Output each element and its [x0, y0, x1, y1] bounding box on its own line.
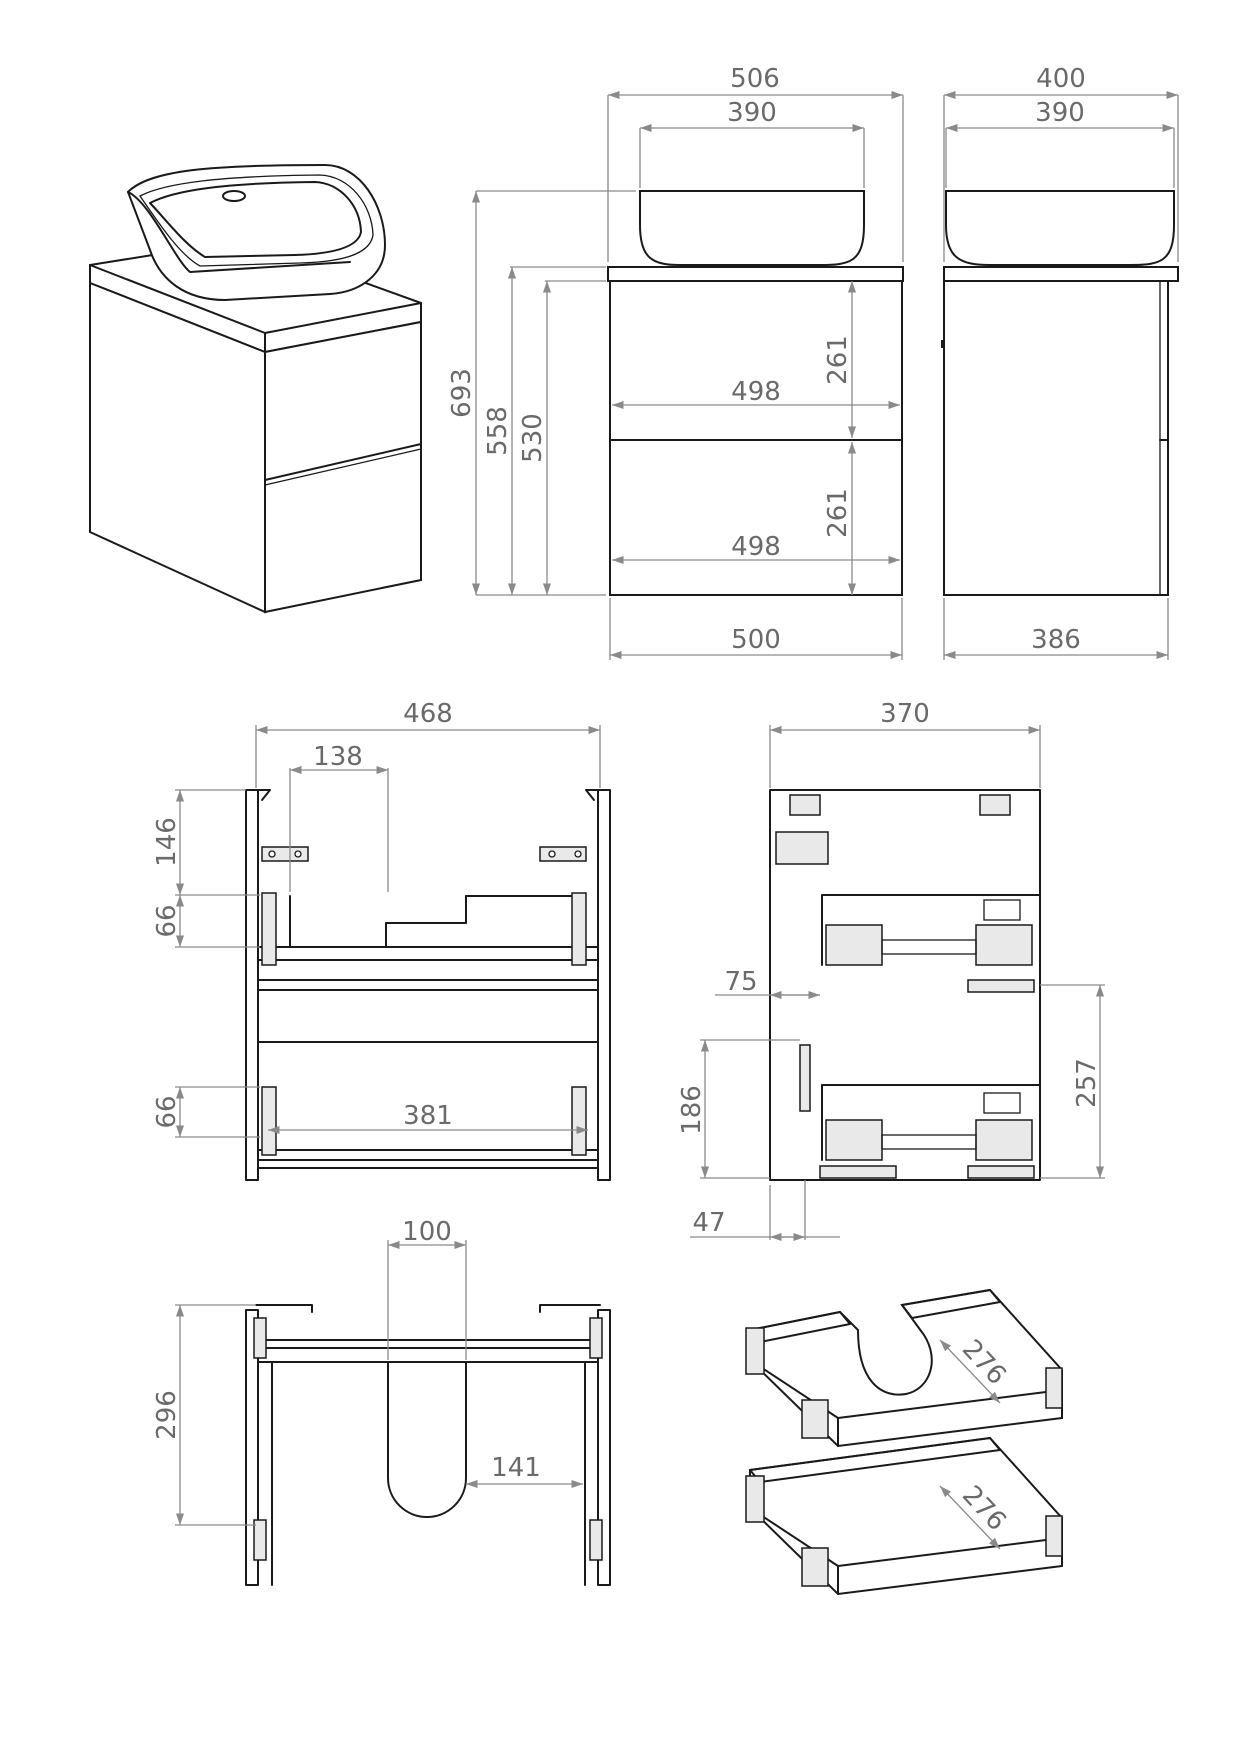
dim-side-top-depth: 400	[1036, 64, 1086, 94]
side-interior-view	[769, 789, 1041, 1181]
dim-side-basin-depth: 390	[1035, 98, 1085, 128]
dim-body-width: 500	[731, 625, 781, 655]
dim-drawer-inner-width: 381	[403, 1101, 453, 1131]
dim-body-height: 530	[518, 413, 548, 463]
dim-side-inner-depth: 370	[880, 699, 930, 729]
side-view	[941, 190, 1179, 596]
dim-drawer-lower-height: 261	[823, 488, 853, 538]
dim-siphon-cutout: 100	[402, 1217, 452, 1247]
carcass-front-view	[245, 789, 611, 1181]
dimension-labels: 506 390 400 390 693 558 530 261 261 498 …	[152, 64, 1102, 1537]
dim-slide-offset: 75	[724, 967, 757, 997]
dim-side-total-257: 257	[1072, 1058, 1102, 1108]
dim-drawer-box-lower: 66	[152, 1095, 182, 1128]
dim-cutout-width-top: 138	[313, 742, 363, 772]
dim-gap-146: 146	[152, 817, 182, 867]
dim-body-depth: 386	[1031, 625, 1081, 655]
dim-drawer-upper-width: 498	[731, 377, 781, 407]
dim-top-height: 558	[483, 406, 513, 456]
dim-drawer-upper-height: 261	[823, 335, 853, 385]
drawer-upper-3d	[745, 1288, 1063, 1448]
dim-drawer-box-upper: 66	[152, 904, 182, 937]
dim-inner-width: 468	[403, 699, 453, 729]
dim-front-basin-width: 390	[727, 98, 777, 128]
dim-plan-offset: 141	[491, 1453, 541, 1483]
plan-view	[245, 1304, 611, 1586]
isometric-view	[89, 163, 422, 614]
dim-plan-depth: 296	[152, 1390, 182, 1440]
drawer-lower-3d	[745, 1436, 1063, 1596]
dim-drawer-lower-width: 498	[731, 532, 781, 562]
dim-front-top-width: 506	[730, 64, 780, 94]
dim-total-height: 693	[447, 368, 477, 418]
dim-front-offset: 47	[692, 1208, 725, 1238]
dimension-lines	[175, 90, 1179, 1550]
dim-lower-drawer-depth: 186	[677, 1085, 707, 1135]
